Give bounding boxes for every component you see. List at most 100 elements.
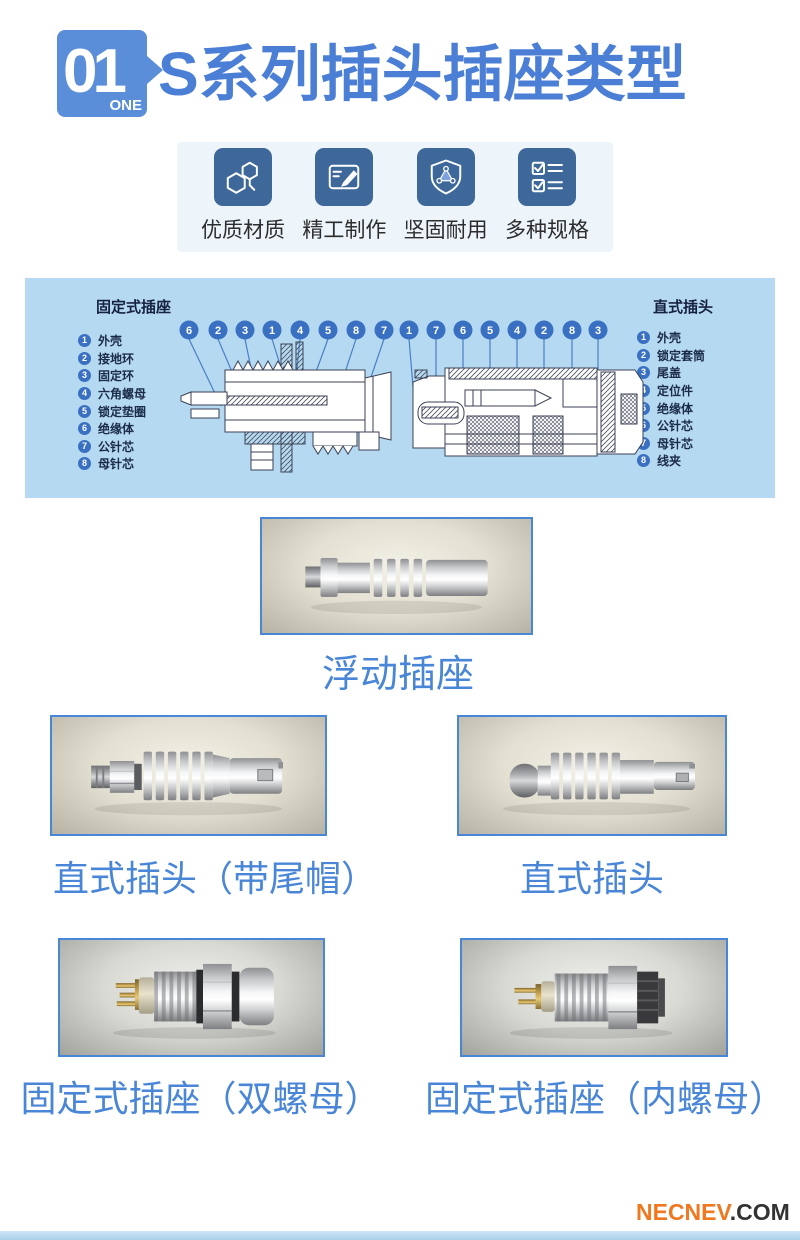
- legend-item-label: 定位件: [657, 384, 694, 399]
- feature-label: 优质材质: [201, 219, 285, 242]
- connector-render: [112, 963, 276, 1039]
- legend-item: 8 线夹: [637, 452, 705, 470]
- legend-number-badge: 4: [78, 387, 91, 401]
- legend-item: 3 尾盖: [637, 364, 705, 382]
- technical-drawing-straight-plug: [412, 367, 644, 457]
- legend-item: 2 接地环: [78, 350, 146, 368]
- legend-number-badge: 8: [637, 454, 650, 468]
- feature-label: 多种规格: [504, 219, 589, 242]
- legend-item: 7 公针芯: [78, 438, 146, 456]
- legend-item-label: 公针芯: [657, 419, 694, 434]
- legend-item-label: 绝缘体: [657, 401, 694, 416]
- svg-text:3: 3: [595, 325, 601, 337]
- svg-text:5: 5: [487, 325, 493, 337]
- legend-number-badge: 7: [78, 439, 91, 453]
- legend-item: 1 外壳: [637, 329, 705, 347]
- feature-label: 坚固耐用: [403, 219, 488, 242]
- svg-text:8: 8: [569, 325, 575, 337]
- legend-item: 8 母针芯: [78, 455, 146, 473]
- legend-item-label: 绝缘体: [98, 422, 135, 437]
- technical-drawing-fixed-socket: [180, 341, 392, 473]
- svg-text:7: 7: [381, 325, 387, 337]
- legend-number-badge: 2: [78, 351, 91, 365]
- legend-number-badge: 1: [78, 334, 91, 348]
- bottom-bar: [0, 1231, 800, 1240]
- svg-text:4: 4: [514, 325, 521, 337]
- product-caption: 固定式插座（双螺母）: [20, 1078, 381, 1119]
- callouts-right: 1 7 6 5 4 2 8 3: [399, 320, 608, 340]
- legend-item-label: 母针芯: [98, 457, 135, 472]
- features-strip: 优质材质 精工制作: [177, 142, 613, 252]
- product-photo-fixed-socket-internal-nut: [460, 938, 728, 1057]
- product-photo-straight-plug-tailcap: [50, 715, 327, 836]
- legend-number-badge: 1: [637, 331, 650, 345]
- legend-item: 3 固定环: [78, 367, 146, 385]
- edit-icon: [315, 148, 374, 206]
- badge-number: 01: [63, 37, 127, 106]
- legend-item-label: 公针芯: [98, 439, 135, 454]
- feature-item: 多种规格: [497, 148, 597, 252]
- svg-text:5: 5: [325, 325, 331, 337]
- legend-item-label: 外壳: [98, 334, 123, 349]
- connector-render: [91, 751, 284, 816]
- legend-item-label: 尾盖: [657, 366, 682, 381]
- molecule-icon: [214, 148, 272, 206]
- svg-text:4: 4: [297, 325, 304, 337]
- svg-text:3: 3: [242, 325, 248, 337]
- product-caption: 直式插头: [519, 858, 664, 899]
- diagram-title-right: 直式插头: [653, 299, 714, 316]
- product-photo-floating-socket: [260, 517, 533, 635]
- feature-item: 优质材质: [193, 148, 293, 252]
- connector-render: [503, 752, 695, 816]
- legend-item: 6 绝缘体: [78, 420, 146, 438]
- brand-name: NECNEV: [636, 1199, 730, 1225]
- legend-number-badge: 3: [637, 366, 650, 380]
- legend-item-label: 线夹: [657, 454, 682, 469]
- badge-one-label: ONE: [109, 97, 142, 114]
- svg-text:2: 2: [541, 325, 547, 337]
- svg-text:1: 1: [269, 325, 275, 337]
- product-caption: 浮动插座: [321, 654, 474, 696]
- product-caption: 直式插头（带尾帽）: [52, 858, 377, 899]
- product-photo-fixed-socket-double-nut: [58, 938, 325, 1057]
- feature-label: 精工制作: [302, 219, 387, 242]
- legend-item-label: 外壳: [657, 331, 682, 346]
- connector-render: [305, 557, 488, 614]
- feature-item: 坚固耐用: [396, 148, 496, 252]
- cross-section-diagram: 6 2 3 1 4 5 8 7 1 7 6 5 4 2 8 3: [179, 320, 644, 473]
- section-number-badge: 01 ONE: [57, 30, 163, 117]
- svg-text:6: 6: [460, 325, 466, 337]
- svg-text:2: 2: [215, 325, 221, 337]
- legend-number-badge: 8: [78, 457, 91, 471]
- svg-text:1: 1: [406, 325, 412, 337]
- legend-number-badge: 6: [78, 422, 91, 436]
- legend-number-badge: 3: [78, 369, 91, 383]
- svg-text:6: 6: [186, 325, 192, 337]
- checklist-icon: [517, 148, 576, 206]
- diagram-title-left: 固定式插座: [96, 299, 172, 316]
- legend-item: 2 锁定套筒: [637, 347, 705, 365]
- brand-tld: .COM: [729, 1199, 790, 1225]
- legend-item-label: 接地环: [98, 351, 135, 366]
- callouts-left: 6 2 3 1 4 5 8 7: [179, 320, 394, 340]
- legend-item-label: 固定环: [98, 369, 135, 384]
- connector-render: [509, 965, 673, 1039]
- legend-item-label: 锁定套筒: [657, 348, 706, 363]
- page-title: S系列插头插座类型: [158, 40, 687, 108]
- brand-watermark: NECNEV.COM: [636, 1199, 790, 1226]
- shield-icon: [416, 148, 475, 206]
- product-caption: 固定式插座（内螺母）: [424, 1078, 785, 1119]
- legend-number-badge: 2: [637, 348, 650, 362]
- svg-text:8: 8: [353, 325, 359, 337]
- product-photo-straight-plug: [457, 715, 727, 836]
- legend-item-label: 母针芯: [657, 436, 694, 451]
- feature-item: 精工制作: [294, 148, 394, 252]
- legend-item-label: 锁定垫圈: [98, 404, 147, 419]
- legend-item: 1 外壳: [78, 332, 146, 350]
